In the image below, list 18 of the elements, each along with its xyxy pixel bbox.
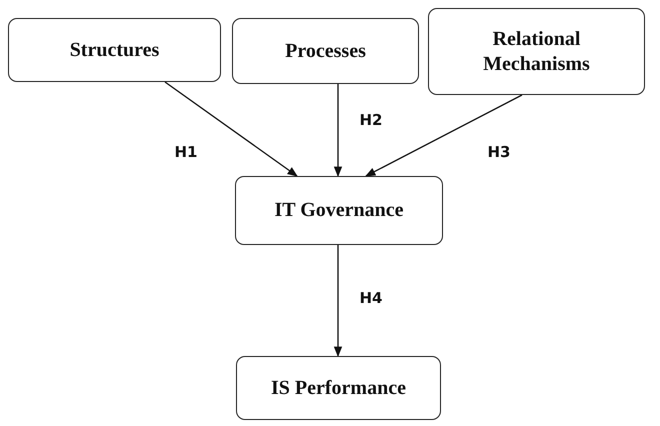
node-label: IS Performance	[271, 376, 406, 400]
node-label: Structures	[70, 38, 160, 62]
edge-label: H2	[360, 111, 382, 129]
node-label: Relational Mechanisms	[482, 26, 591, 76]
node-label: Processes	[285, 38, 366, 64]
rounded-box	[236, 356, 441, 420]
edge-label: H1	[174, 143, 198, 161]
arrow	[164, 81, 298, 177]
rounded-box	[235, 176, 443, 245]
arrow	[334, 245, 342, 358]
edge-label: H3	[488, 143, 510, 161]
node-label: IT Governance	[274, 198, 404, 223]
rounded-box	[8, 18, 221, 82]
rounded-box	[428, 8, 645, 95]
arrow	[334, 84, 342, 178]
arrow	[365, 94, 522, 177]
edge-label: H4	[360, 289, 382, 307]
rounded-box	[232, 18, 419, 84]
